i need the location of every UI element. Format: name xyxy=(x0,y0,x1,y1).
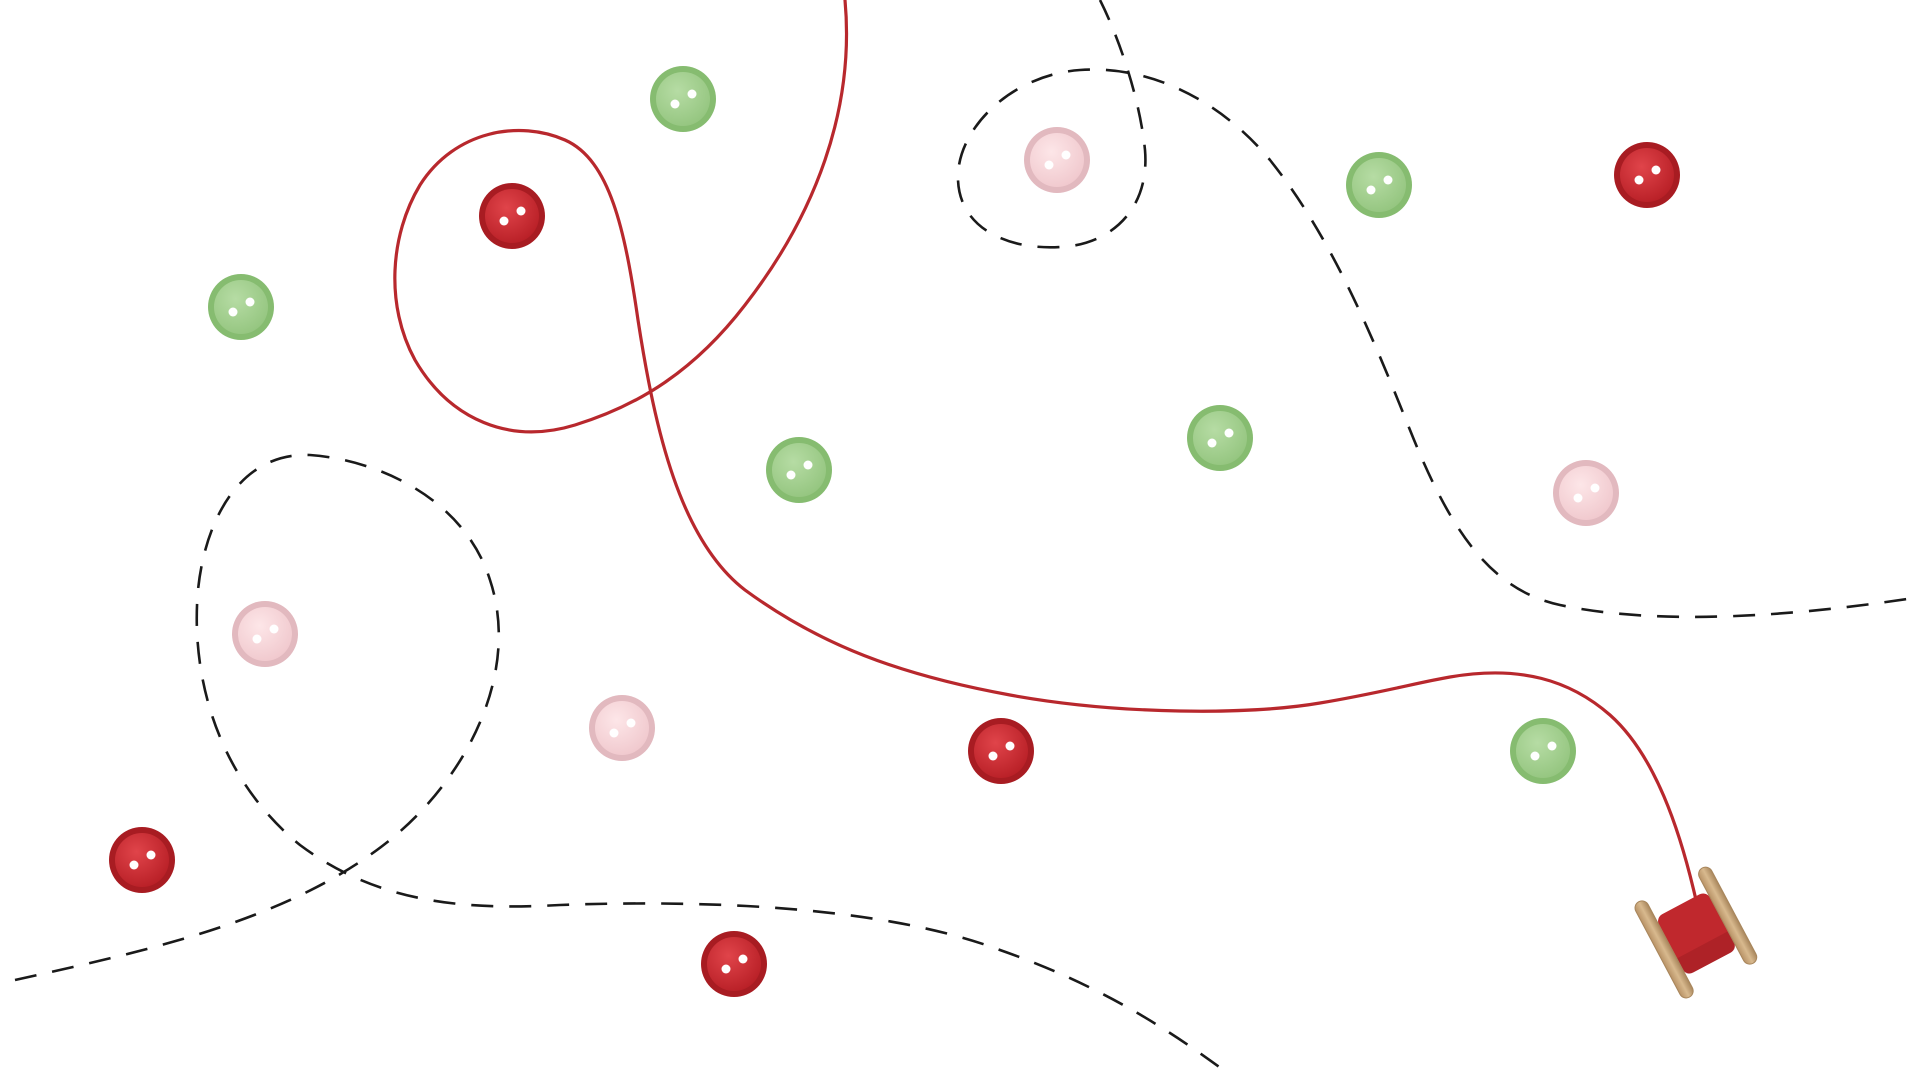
red-button-icon xyxy=(479,183,545,249)
thread-spool-icon xyxy=(1634,866,1758,999)
red-button-icon xyxy=(109,827,175,893)
red-button-icon xyxy=(968,718,1034,784)
spool-flange-left xyxy=(1634,900,1694,999)
dashed-stitch-lines xyxy=(14,0,1920,1077)
red-thread xyxy=(393,0,1698,902)
green-button-icon xyxy=(208,274,274,340)
spool-thread-shade xyxy=(1676,931,1735,974)
pink-button-icon xyxy=(1553,460,1619,526)
dashed-stitch-top-right xyxy=(956,0,1920,619)
green-button-icon xyxy=(1510,718,1576,784)
dashed-stitch-bottom-left xyxy=(14,453,1231,1077)
green-button-icon xyxy=(766,437,832,503)
red-button-icon xyxy=(701,931,767,997)
pink-button-icon xyxy=(232,601,298,667)
green-button-icon xyxy=(1187,405,1253,471)
spool-flange-right xyxy=(1698,866,1758,965)
green-button-icon xyxy=(1346,152,1412,218)
buttons xyxy=(109,66,1680,997)
pink-button-icon xyxy=(1024,127,1090,193)
red-button-icon xyxy=(1614,142,1680,208)
pink-button-icon xyxy=(589,695,655,761)
green-button-icon xyxy=(650,66,716,132)
